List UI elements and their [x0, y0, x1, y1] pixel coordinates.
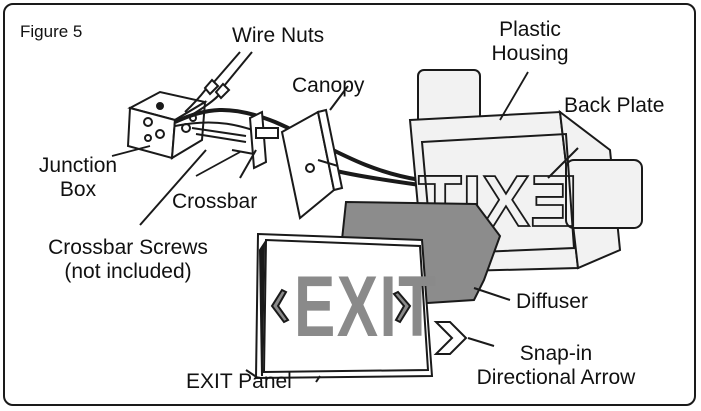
- label-junction-box-line1: Junction: [38, 154, 118, 177]
- label-exit-panel: EXIT Panel: [186, 370, 292, 393]
- leader-lines: [111, 71, 529, 177]
- junction-box: [126, 90, 208, 160]
- label-crossbar-screws-line1: Crossbar Screws: [48, 236, 208, 259]
- label-snap-in-line2: Directional Arrow: [476, 366, 636, 389]
- crossbar: [239, 110, 279, 179]
- snap-in-arrow: [433, 321, 495, 355]
- label-plastic-housing: Plastic Housing: [482, 18, 578, 66]
- exit-panel: [245, 232, 434, 383]
- label-diffuser: Diffuser: [516, 290, 588, 313]
- label-plastic-housing-line1: Plastic: [499, 18, 561, 41]
- label-canopy: Canopy: [292, 74, 365, 97]
- wire-nuts: [203, 51, 253, 100]
- label-junction-box-line2: Box: [59, 178, 97, 201]
- crossbar-screws: [139, 127, 255, 226]
- label-snap-in-line1: Snap-in: [519, 342, 593, 365]
- canopy: [280, 85, 349, 220]
- label-back-plate: Back Plate: [564, 94, 665, 117]
- label-snap-in-arrow: Snap-in Directional Arrow: [458, 342, 654, 390]
- figure-title: Figure 5: [20, 22, 83, 41]
- label-crossbar-screws-line2: (not included): [64, 260, 192, 283]
- label-wire-nuts: Wire Nuts: [232, 24, 325, 47]
- label-plastic-housing-line2: Housing: [491, 42, 569, 65]
- exit-panel-text: EXIT: [294, 259, 438, 355]
- label-crossbar-screws: Crossbar Screws (not included): [30, 236, 226, 284]
- label-junction-box: Junction Box: [30, 154, 126, 202]
- label-crossbar: Crossbar: [172, 190, 258, 213]
